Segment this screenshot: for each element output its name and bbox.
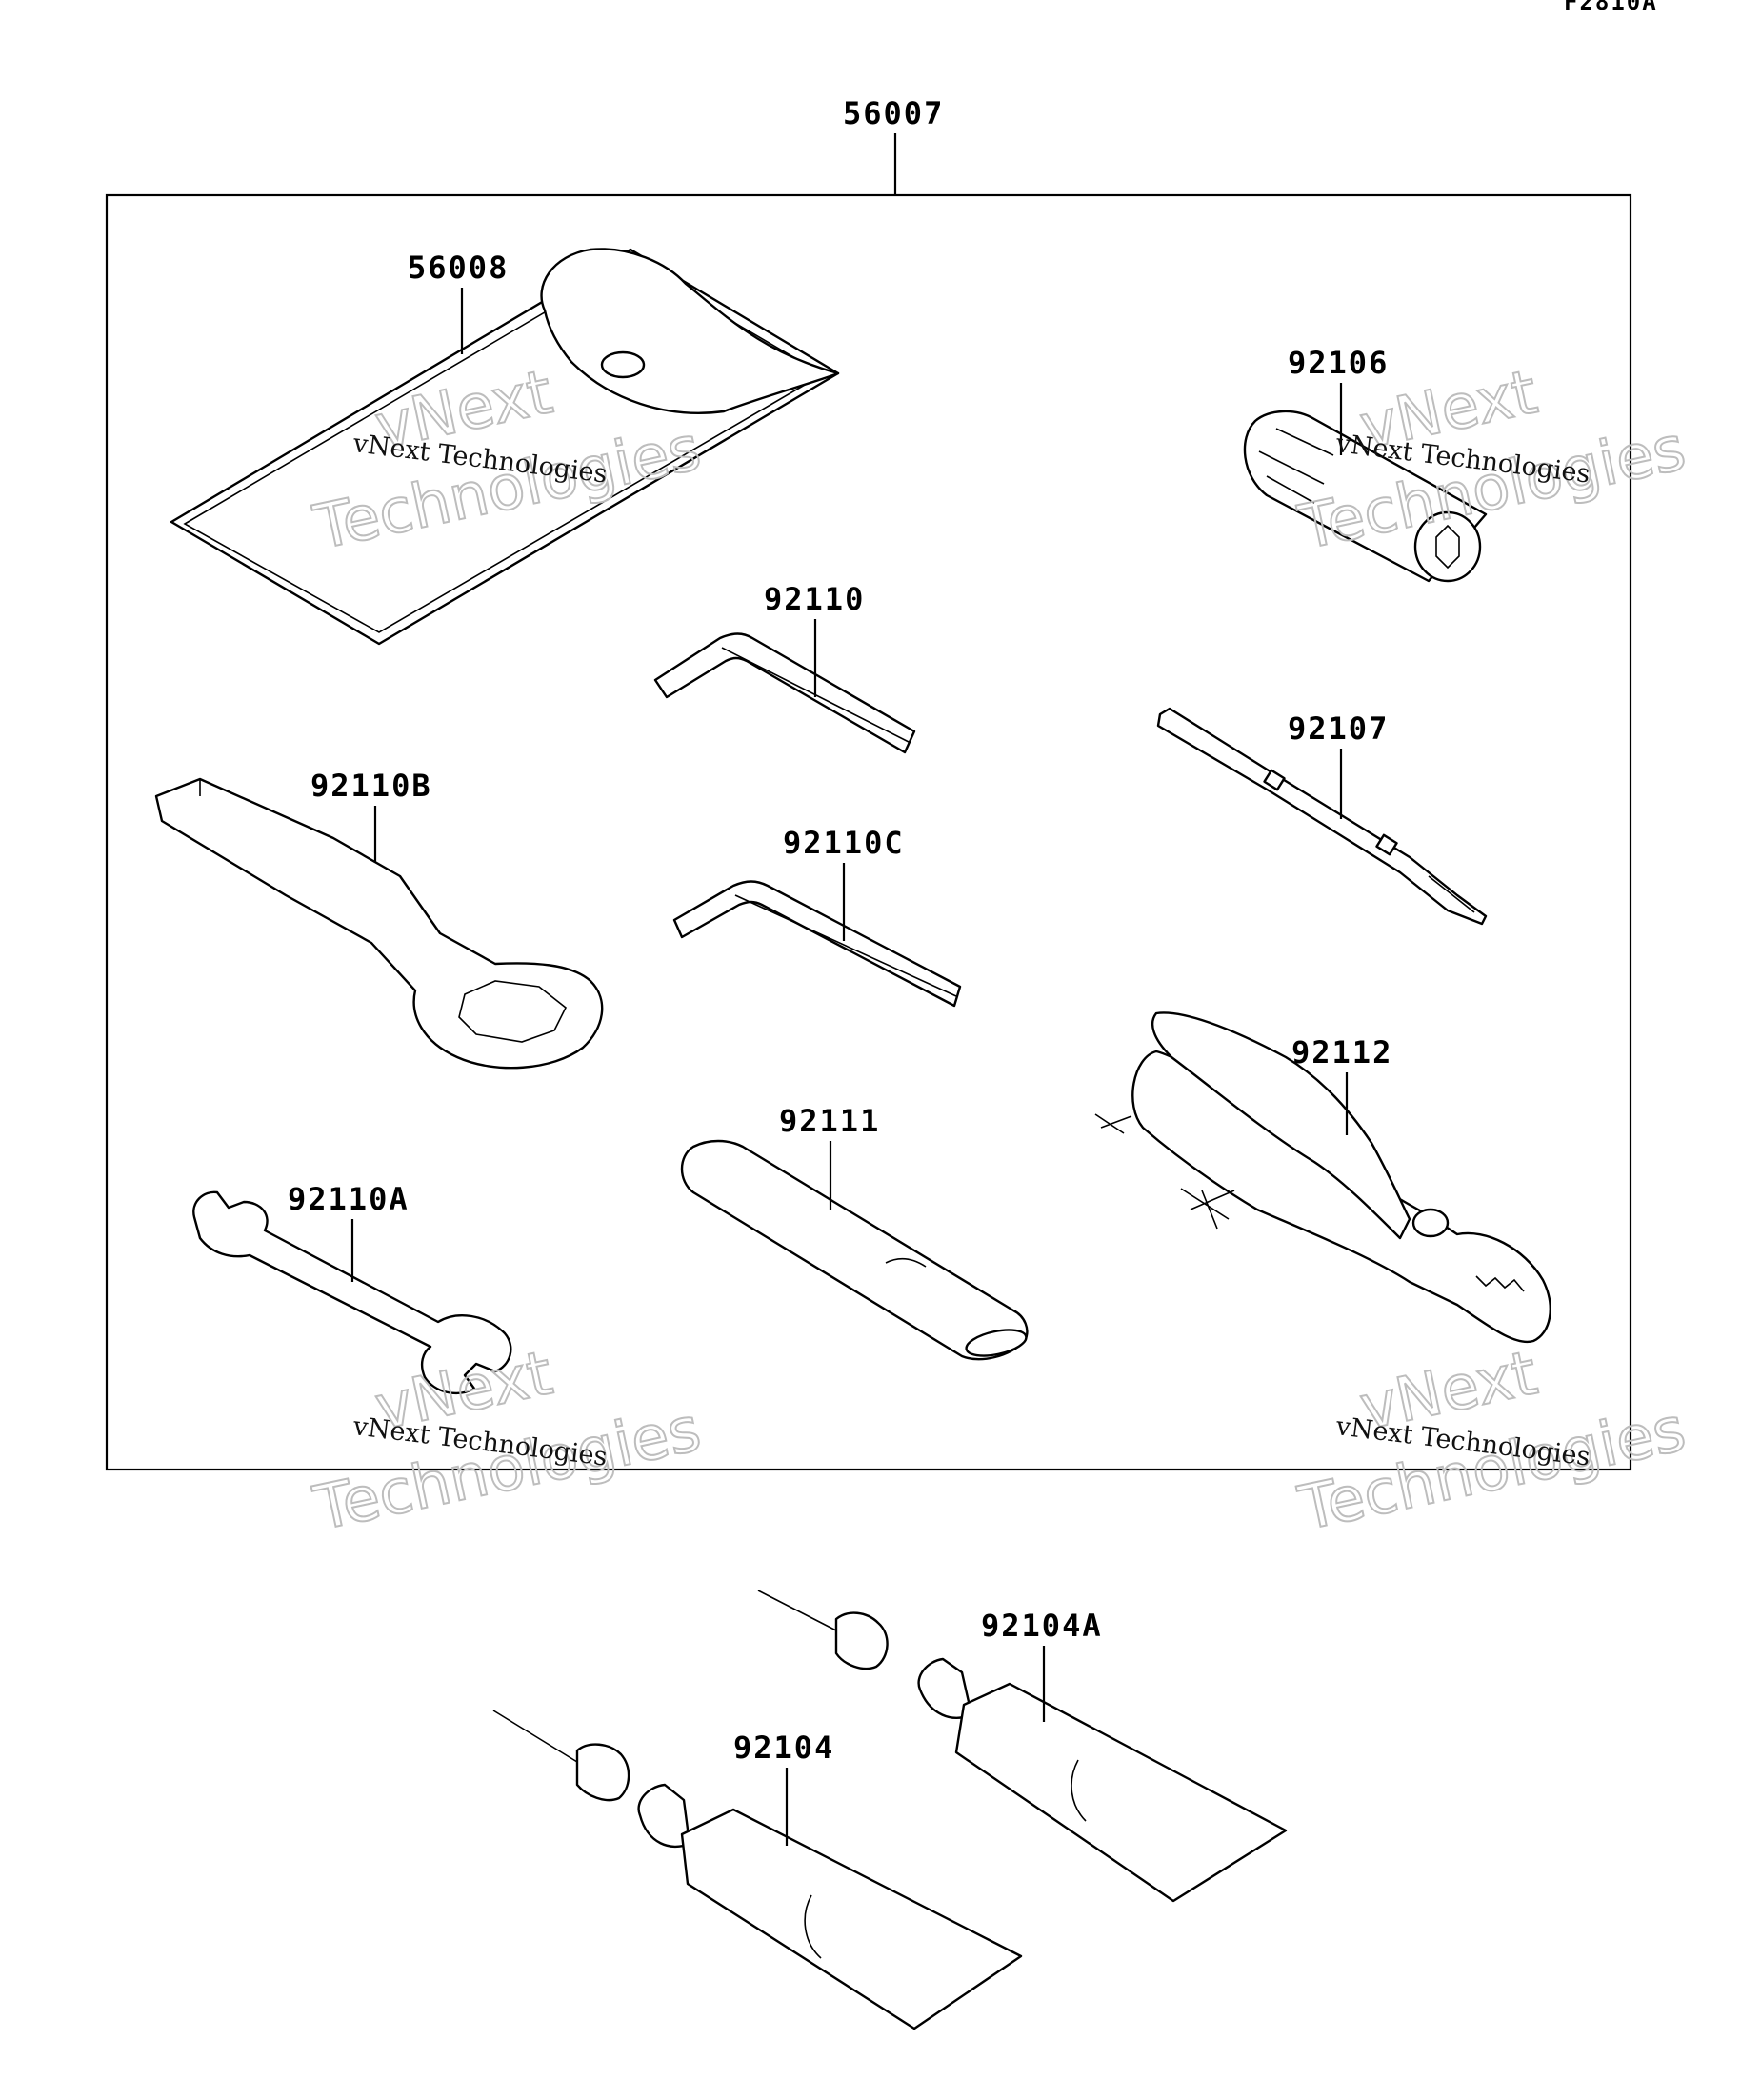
extension-bar-drawing [680,1139,1029,1361]
grease-tube-a-drawing [757,1590,1288,1903]
kit-frame [105,193,1632,1471]
label-open-wrench[interactable]: 92110A [288,1181,410,1217]
label-screwdriver[interactable]: 92107 [1288,710,1389,747]
drawing-id: F2810A [1564,0,1658,15]
pliers-drawing [1094,1011,1551,1344]
label-pliers[interactable]: 92112 [1291,1034,1392,1070]
socket-drawing [1243,410,1488,583]
grease-tube-drawing [492,1710,1023,2030]
label-allen-key[interactable]: 92110 [764,581,865,617]
label-grease-tube-a[interactable]: 92104A [981,1608,1103,1644]
allen-key-c-drawing [672,880,962,1008]
label-kit[interactable]: 56007 [843,95,944,131]
open-wrench-drawing [192,1190,512,1395]
label-extension-bar[interactable]: 92111 [779,1103,880,1139]
ring-wrench-drawing [154,777,604,1070]
screwdriver-drawing [1156,707,1488,926]
label-socket[interactable]: 92106 [1288,345,1389,381]
label-ring-wrench[interactable]: 92110B [310,768,432,804]
pouch-drawing [170,248,840,646]
allen-key-drawing [653,632,916,754]
label-grease-tube[interactable]: 92104 [733,1730,834,1766]
label-allen-key-c[interactable]: 92110C [783,825,905,861]
label-pouch[interactable]: 56008 [408,250,509,286]
